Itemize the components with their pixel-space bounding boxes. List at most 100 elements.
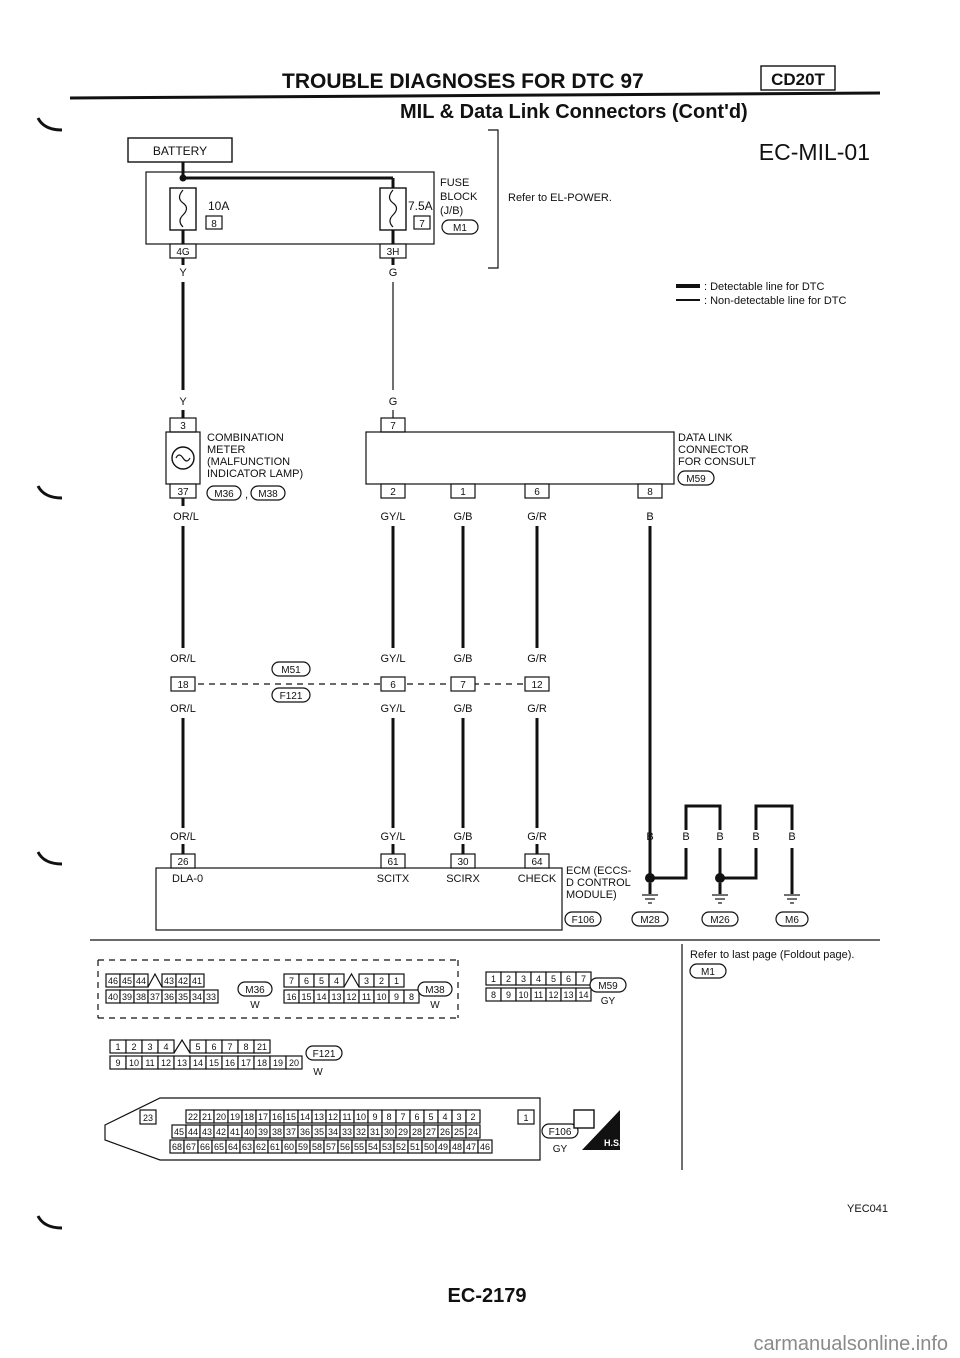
cv-f106-pin-42: 42 <box>216 1127 226 1137</box>
cv-f121-pin-3: 3 <box>147 1042 152 1052</box>
joint-pin-7: 7 <box>460 680 466 691</box>
cv-f106-pin-17: 17 <box>258 1112 268 1122</box>
connector-m1-tag <box>441 219 479 235</box>
ground-wire-3: B <box>716 831 723 843</box>
cv-f106-pin-14: 14 <box>300 1112 310 1122</box>
svg-text:,: , <box>245 489 248 501</box>
ecm: OR/L GY/L G/B G/R 26 61 30 64 DLA-0 SCIT… <box>155 831 632 931</box>
cv-m36-cell <box>133 973 149 988</box>
ground-wire-5: B <box>788 831 795 843</box>
meter-label-1: COMBINATION <box>207 432 284 444</box>
cv-f106-pin-12: 12 <box>328 1112 338 1122</box>
connector-4g-label: 4G <box>176 247 190 258</box>
cv-m59-pin-7: 7 <box>581 974 586 984</box>
wire-b-dlc: B <box>646 511 653 523</box>
figure-code: YEC041 <box>847 1203 888 1215</box>
fuse-10a <box>169 187 197 231</box>
cv-f106-pin-2: 2 <box>470 1112 475 1122</box>
cv-f121-key <box>173 1038 191 1054</box>
cv-m38-pin-11: 11 <box>362 992 371 1002</box>
joint-pin-6: 6 <box>390 680 396 691</box>
wire-g-r-joint-top: G/R <box>527 653 547 665</box>
wire-g-bottom: G <box>389 396 398 408</box>
ecm-pin-64: 64 <box>531 857 543 868</box>
cv-m59-pin-5: 5 <box>551 974 556 984</box>
fuse-10a-rating: 10A <box>208 199 229 213</box>
cv-f121-pin-15: 15 <box>209 1058 219 1068</box>
dlc-frame <box>365 431 675 485</box>
cv-f106-pin-41: 41 <box>230 1127 240 1137</box>
cv-f106-pin-18: 18 <box>244 1112 254 1122</box>
dlc-label-2: CONNECTOR <box>678 444 749 456</box>
connector-m28-tag: M28 <box>640 915 660 926</box>
cv-m38-pin-4: 4 <box>334 976 339 986</box>
cv-m59-pin-2: 2 <box>506 974 511 984</box>
cv-m59-color: GY <box>601 996 616 1007</box>
cv-m36-pin-46: 46 <box>108 976 118 986</box>
cv-f106-pin-48: 48 <box>452 1142 462 1152</box>
cv-m36-pin-38: 38 <box>136 992 146 1002</box>
dlc-pin-8: 8 <box>647 487 653 498</box>
cv-f106-color: GY <box>553 1144 568 1155</box>
cv-f121-pin-6: 6 <box>211 1042 216 1052</box>
cv-f106-pin-35: 35 <box>314 1127 324 1137</box>
cv-m59-cell <box>575 987 592 1002</box>
cv-f106-pin-30: 30 <box>384 1127 394 1137</box>
cv-f121-pin-18: 18 <box>257 1058 267 1068</box>
cv-m36-pin-37: 37 <box>150 992 160 1002</box>
cv-m36-pin-40: 40 <box>108 992 118 1002</box>
cv-m38-color: W <box>430 1000 440 1011</box>
cv-m59-pin-12: 12 <box>548 990 558 1000</box>
fuse-block-frame <box>145 171 435 245</box>
legend-detectable-swatch <box>676 284 700 288</box>
combination-meter: 3 37 COMBINATION METER (MALFUNCTION INDI… <box>165 410 303 523</box>
watermark: carmanualsonline.info <box>753 1333 948 1355</box>
cv-f106-pin-15: 15 <box>286 1112 296 1122</box>
cv-m38-pin-14: 14 <box>316 992 326 1002</box>
legend: : Detectable line for DTC : Non-detectab… <box>676 281 847 307</box>
dlc-label-3: FOR CONSULT <box>678 456 756 468</box>
ground-section: B B B B B M28 M26 M6 <box>631 804 809 927</box>
fuse-10a-icon <box>178 189 188 228</box>
ecm-label-2: D CONTROL <box>566 877 631 889</box>
cv-f106-pin-11: 11 <box>342 1112 351 1122</box>
cv-m36-color: W <box>250 1000 260 1011</box>
cv-f121-pin-5: 5 <box>195 1042 200 1052</box>
wire-g-r-ecm: G/R <box>527 831 547 843</box>
refer-el-power: Refer to EL-POWER. <box>508 192 612 204</box>
page-title: TROUBLE DIAGNOSES FOR DTC 97 <box>282 70 644 93</box>
cv-f106-pin-6: 6 <box>414 1112 419 1122</box>
cv-f106-pin-53: 53 <box>382 1142 392 1152</box>
page-number: EC-2179 <box>448 1285 527 1307</box>
joint-connector: OR/L GY/L G/B G/R 18 6 7 12 M51 F121 OR/… <box>170 653 550 715</box>
connector-m59-tag: M59 <box>686 474 706 485</box>
connector-m38-tag: M38 <box>258 489 278 500</box>
cv-f106-pin-20: 20 <box>216 1112 226 1122</box>
cv-m36-pin-35: 35 <box>178 992 188 1002</box>
fuse-7-5a-rating: 7.5A <box>408 199 433 213</box>
cv-f106-pin-28: 28 <box>412 1127 422 1137</box>
cv-f106-pin-50: 50 <box>424 1142 434 1152</box>
cv-m36-pin-42: 42 <box>178 976 188 986</box>
page-subtitle: MIL & Data Link Connectors (Cont'd) <box>400 101 748 123</box>
cv-m38-pin-1: 1 <box>394 976 399 986</box>
cv-f106-pin-62: 62 <box>256 1142 266 1152</box>
cv-f106-cell <box>465 1109 481 1124</box>
battery-fuse-section: BATTERY 10A 8 4G Y 7.5A 7 3H G FUSE BLOC… <box>127 129 612 279</box>
cv-f106-pin-22: 22 <box>188 1112 198 1122</box>
cv-m38-cell <box>328 973 345 988</box>
cv-f106-pin-56: 56 <box>340 1142 350 1152</box>
joint-pin-12: 12 <box>531 680 543 691</box>
cv-m59-pin-10: 10 <box>518 990 528 1000</box>
meter-pin-3-label: 3 <box>180 421 186 432</box>
cv-m36-key <box>147 972 163 988</box>
ground-symbol-2 <box>712 894 728 904</box>
connector-3h-label: 3H <box>387 247 400 258</box>
cv-m59-pin-6: 6 <box>566 974 571 984</box>
cv-f106-pin-34: 34 <box>328 1127 338 1137</box>
cv-f106-pin-40: 40 <box>244 1127 254 1137</box>
cv-f106-pin-19: 19 <box>230 1112 240 1122</box>
cv-m36-cell <box>203 989 219 1004</box>
